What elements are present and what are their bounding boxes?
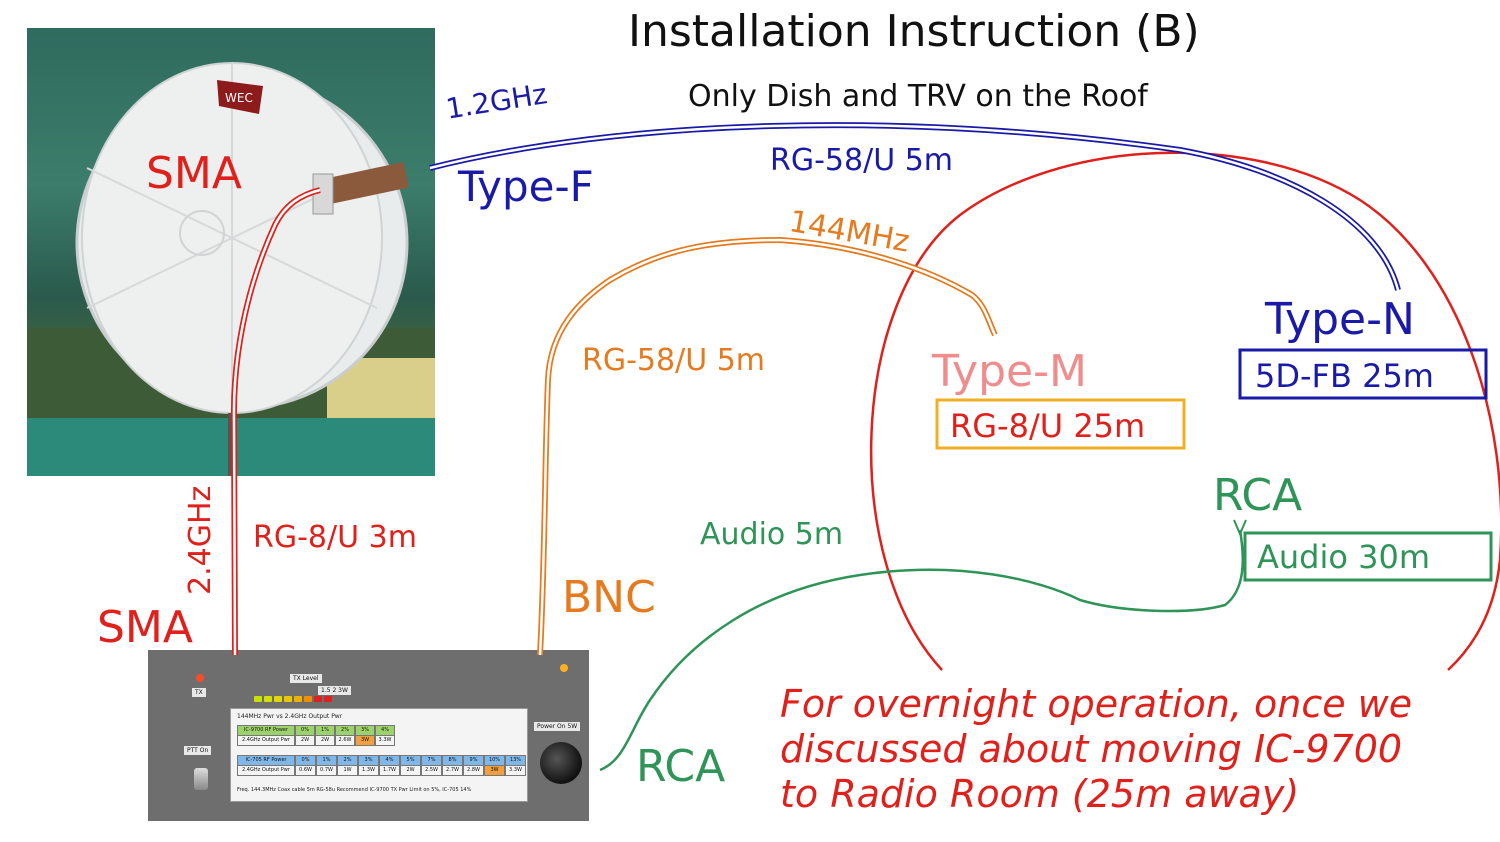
page-title: Installation Instruction (B) [628,6,1200,57]
table-title: 144MHz Pwr vs 2.4GHz Output Pwr [237,713,343,720]
freq-2-4ghz-label: 2.4GHz [183,485,218,595]
table-cell: 1.3W [358,765,379,776]
table-cell: 3W [484,765,505,776]
note-line-3: to Radio Room (25m away) [780,772,1300,816]
table-footer: Freq. 144.3MHz Coax cable 5m RG-58u Reco… [237,787,472,793]
rg8-3m-label: RG-8/U 3m [253,520,417,555]
cable-box-5dfb [1238,348,1488,400]
ptt-switch [194,768,208,790]
audio-5m-label: Audio 5m [700,517,844,552]
red-cable-outer [230,187,321,656]
sma-bottom-label: SMA [97,602,193,653]
cable-rg8-25m-label: RG-8/U 25m [950,407,1146,445]
table-cell: 2.4GHz Output Pwr [237,765,295,776]
table-cell: 0.7W [316,765,337,776]
green-audio-cable [599,529,1244,772]
table-cell: 3.3W [505,765,526,776]
transverter-photo: TX TX Level 1.5 2 3W PTT On Power On 5W … [148,650,589,821]
rca-right-label: RCA [1213,470,1303,521]
sma-top-label: SMA [146,148,242,199]
type-m-label: Type-M [932,346,1087,397]
tx-level-label: TX Level [290,674,322,683]
table-cell: 2.5W [421,765,442,776]
dish-illustration: WEC [27,62,435,476]
audio-30m-label: Audio 30m [1257,538,1431,576]
rca-bottom-label: RCA [636,741,726,792]
ptt-on-label: PTT On [184,746,212,755]
table-cell: 1.7W [379,765,400,776]
orange-cable-inner [538,238,997,656]
radio-room-circle [869,151,1500,671]
table-row-1: IC-9700 RF Power 0% 1% 2% 3% 4% [237,725,395,736]
table-cell: 2.4GHz Output Pwr [237,735,295,746]
table-cell: 1W [337,765,358,776]
tx-level-values: 1.5 2 3W [318,686,351,695]
table-cell: 3W [355,735,375,746]
table-cell: 2.6W [335,735,355,746]
note-line-1: For overnight operation, once we [780,682,1413,726]
blue-cable-inner [429,123,1400,291]
cable-box-audio30 [1243,531,1493,582]
table-cell: 2W [315,735,335,746]
tx-label: TX [192,688,206,697]
bnc-label: BNC [562,572,656,623]
table-cell: 2.7W [442,765,463,776]
rg58-blue-label: RG-58/U 5m [770,143,954,178]
power-table: 144MHz Pwr vs 2.4GHz Output Pwr IC-9700 … [230,708,528,802]
table-cell: 2.8W [463,765,484,776]
table-row-2: 2.4GHz Output Pwr 2W 2W 2.6W 3W 3.3W [237,735,395,746]
tx-led [196,674,204,682]
table-row-4: 2.4GHz Output Pwr 0.6W 0.7W 1W 1.3W 1.7W… [237,765,526,776]
dish-logo: WEC [225,91,253,105]
table-cell: 0.6W [295,765,316,776]
table-row-3: IC-705 RF Power 0% 1% 2% 3% 4% 5% 7% 8% … [237,755,526,766]
page-subtitle: Only Dish and TRV on the Roof [688,79,1148,114]
power-on-label: Power On 5W [534,722,581,731]
type-f-label: Type-F [458,162,594,211]
red-cable-inner [232,188,321,656]
table-cell: 2W [400,765,421,776]
tx-level-meter [254,696,332,702]
type-n-label: Type-N [1265,294,1415,345]
cable-5dfb-label: 5D-FB 25m [1255,357,1434,395]
power-knob [540,742,582,784]
rca-connector-mark [1233,519,1247,537]
table-cell: 2W [295,735,315,746]
note-line-2: discussed about moving IC-9700 [780,727,1403,771]
table-cell: 3.3W [375,735,395,746]
dish-photo: WEC [27,28,435,476]
rg58-orange-label: RG-58/U 5m [582,343,766,378]
cable-box-rg8 [935,398,1186,450]
power-led [560,664,568,672]
